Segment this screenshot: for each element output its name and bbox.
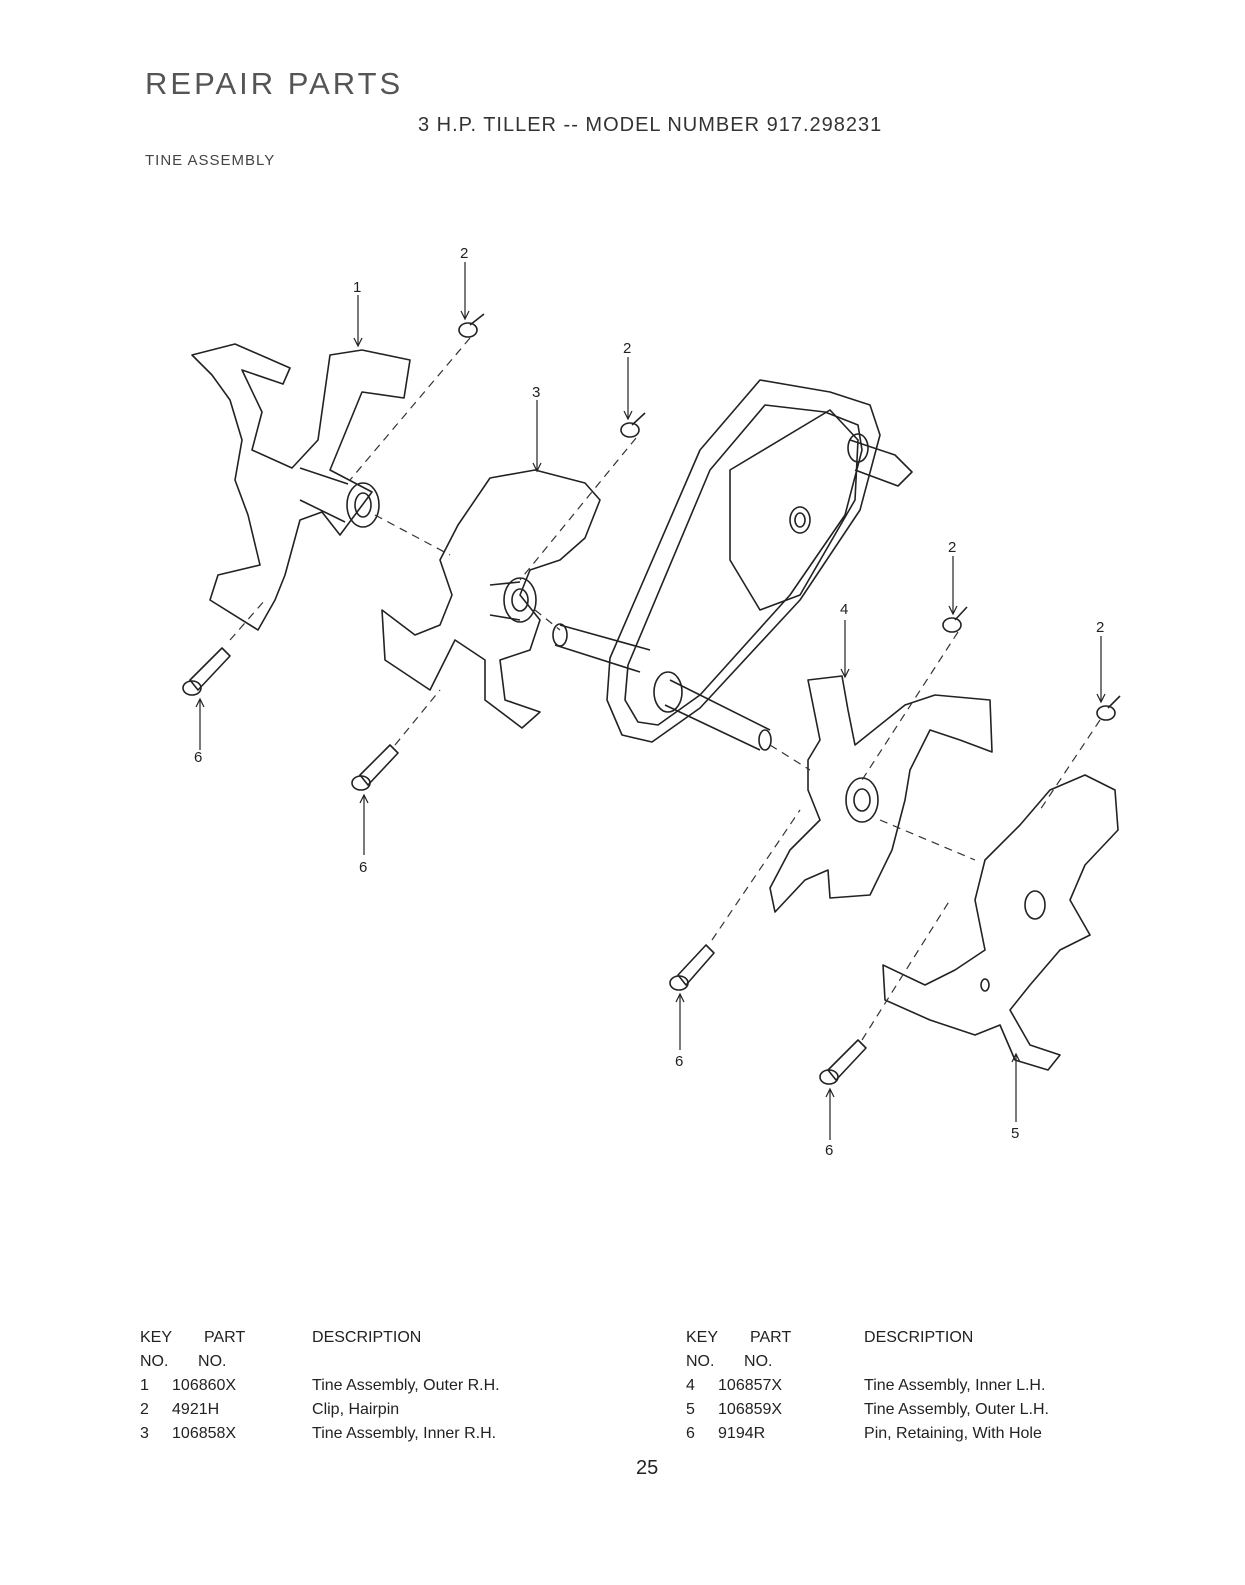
callout-2d: 2 — [1096, 619, 1104, 636]
callout-3: 3 — [532, 384, 540, 401]
key-cell: 5 — [686, 1401, 695, 1418]
tine-outer-rh-drawing — [191, 343, 411, 631]
part-cell: 106859X — [718, 1401, 783, 1418]
part-cell: 4921H — [172, 1401, 220, 1418]
key-cell: 6 — [686, 1425, 695, 1442]
description-header: DESCRIPTION — [864, 1329, 974, 1346]
retaining-pin-drawings — [182, 647, 867, 1085]
callout-2c: 2 — [948, 539, 956, 556]
table-row: 5 106859X Tine Assembly, Outer L.H. — [686, 1398, 1124, 1422]
callout-1: 1 — [353, 279, 361, 296]
callout-5: 5 — [1011, 1125, 1019, 1142]
callout-6a: 6 — [194, 749, 202, 766]
table-row: 2 4921H Clip, Hairpin — [140, 1398, 572, 1422]
table-row: 4 106857X Tine Assembly, Inner L.H. — [686, 1374, 1124, 1398]
tine-inner-lh-drawing — [769, 675, 993, 913]
key-cell: 1 — [140, 1377, 149, 1394]
tine-inner-rh-drawing — [381, 469, 601, 729]
callout-6d: 6 — [825, 1142, 833, 1159]
section-heading: TINE ASSEMBLY — [145, 152, 276, 169]
page-title: REPAIR PARTS — [145, 66, 404, 101]
chain-case-drawing — [552, 379, 913, 751]
key-cell: 2 — [140, 1401, 149, 1418]
callout-leaders — [195, 262, 1106, 1140]
callout-2b: 2 — [623, 340, 631, 357]
description-cell: Tine Assembly, Outer R.H. — [312, 1377, 500, 1394]
tine-assembly-diagram: 1 2 3 2 4 2 2 6 6 6 6 5 — [182, 245, 1121, 1159]
key-cell: 3 — [140, 1425, 149, 1442]
table-row: 3 106858X Tine Assembly, Inner R.H. — [140, 1422, 572, 1446]
hairpin-clip-drawings — [458, 313, 1121, 721]
callout-2a: 2 — [460, 245, 468, 262]
tine-outer-lh-drawing — [882, 774, 1119, 1071]
table-row: 1 106860X Tine Assembly, Outer R.H. — [140, 1374, 572, 1398]
assembly-lines — [229, 337, 1101, 1041]
part-cell: 106858X — [172, 1425, 237, 1442]
description-cell: Clip, Hairpin — [312, 1401, 400, 1418]
model-subtitle: 3 H.P. TILLER -- MODEL NUMBER 917.298231 — [418, 114, 883, 136]
description-cell: Pin, Retaining, With Hole — [864, 1425, 1042, 1442]
description-cell: Tine Assembly, Inner L.H. — [864, 1377, 1046, 1394]
callout-6c: 6 — [675, 1053, 683, 1070]
callout-6b: 6 — [359, 859, 367, 876]
table-row: 6 9194R Pin, Retaining, With Hole — [686, 1422, 1124, 1446]
key-cell: 4 — [686, 1377, 695, 1394]
part-cell: 106860X — [172, 1377, 237, 1394]
description-header: DESCRIPTION — [312, 1329, 422, 1346]
callout-4: 4 — [840, 601, 848, 618]
part-cell: 9194R — [718, 1425, 766, 1442]
part-cell: 106857X — [718, 1377, 783, 1394]
description-cell: Tine Assembly, Outer L.H. — [864, 1401, 1049, 1418]
page-number: 25 — [636, 1457, 659, 1479]
description-cell: Tine Assembly, Inner R.H. — [312, 1425, 497, 1442]
